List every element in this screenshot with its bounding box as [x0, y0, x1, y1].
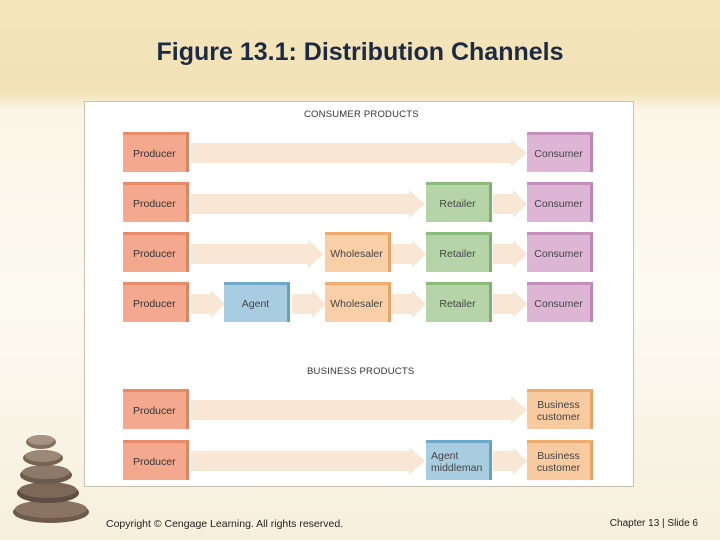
channel-arrow — [392, 240, 426, 268]
retailer-box: Retailer — [426, 232, 492, 272]
wholesaler-box: Wholesaler — [325, 282, 391, 322]
distribution-channels-figure: CONSUMER PRODUCTS Producer Consumer Prod… — [84, 101, 634, 487]
producer-box: Producer — [123, 389, 189, 429]
slide-number: Chapter 13 | Slide 6 — [609, 518, 698, 529]
channel-arrow — [191, 190, 425, 218]
channel-arrow — [493, 290, 527, 318]
copyright-notice: Copyright © Cengage Learning. All rights… — [106, 518, 344, 530]
wholesaler-box: Wholesaler — [325, 232, 391, 272]
channel-arrow — [191, 240, 324, 268]
channel-arrow — [191, 447, 425, 475]
business-customer-box: Business customer — [527, 389, 593, 429]
consumer-box: Consumer — [527, 132, 593, 172]
consumer-box: Consumer — [527, 232, 593, 272]
channel-arrow — [493, 190, 527, 218]
channel-arrow — [191, 139, 527, 167]
producer-box: Producer — [123, 182, 189, 222]
channel-arrow — [493, 240, 527, 268]
agent-middleman-box: Agent middleman — [426, 440, 492, 480]
channel-arrow — [493, 447, 527, 475]
producer-box: Producer — [123, 282, 189, 322]
consumer-products-heading: CONSUMER PRODUCTS — [304, 109, 419, 120]
channel-arrow — [191, 290, 225, 318]
producer-box: Producer — [123, 440, 189, 480]
business-products-heading: BUSINESS PRODUCTS — [307, 366, 415, 377]
channel-arrow — [191, 396, 527, 424]
slide-title: Figure 13.1: Distribution Channels — [156, 38, 564, 66]
consumer-box: Consumer — [527, 182, 593, 222]
producer-box: Producer — [123, 232, 189, 272]
channel-arrow — [392, 290, 426, 318]
stacked-stones-decoration — [13, 435, 89, 523]
consumer-box: Consumer — [527, 282, 593, 322]
retailer-box: Retailer — [426, 182, 492, 222]
producer-box: Producer — [123, 132, 189, 172]
channel-arrow — [292, 290, 326, 318]
business-customer-box: Business customer — [527, 440, 593, 480]
agent-box: Agent — [224, 282, 290, 322]
retailer-box: Retailer — [426, 282, 492, 322]
